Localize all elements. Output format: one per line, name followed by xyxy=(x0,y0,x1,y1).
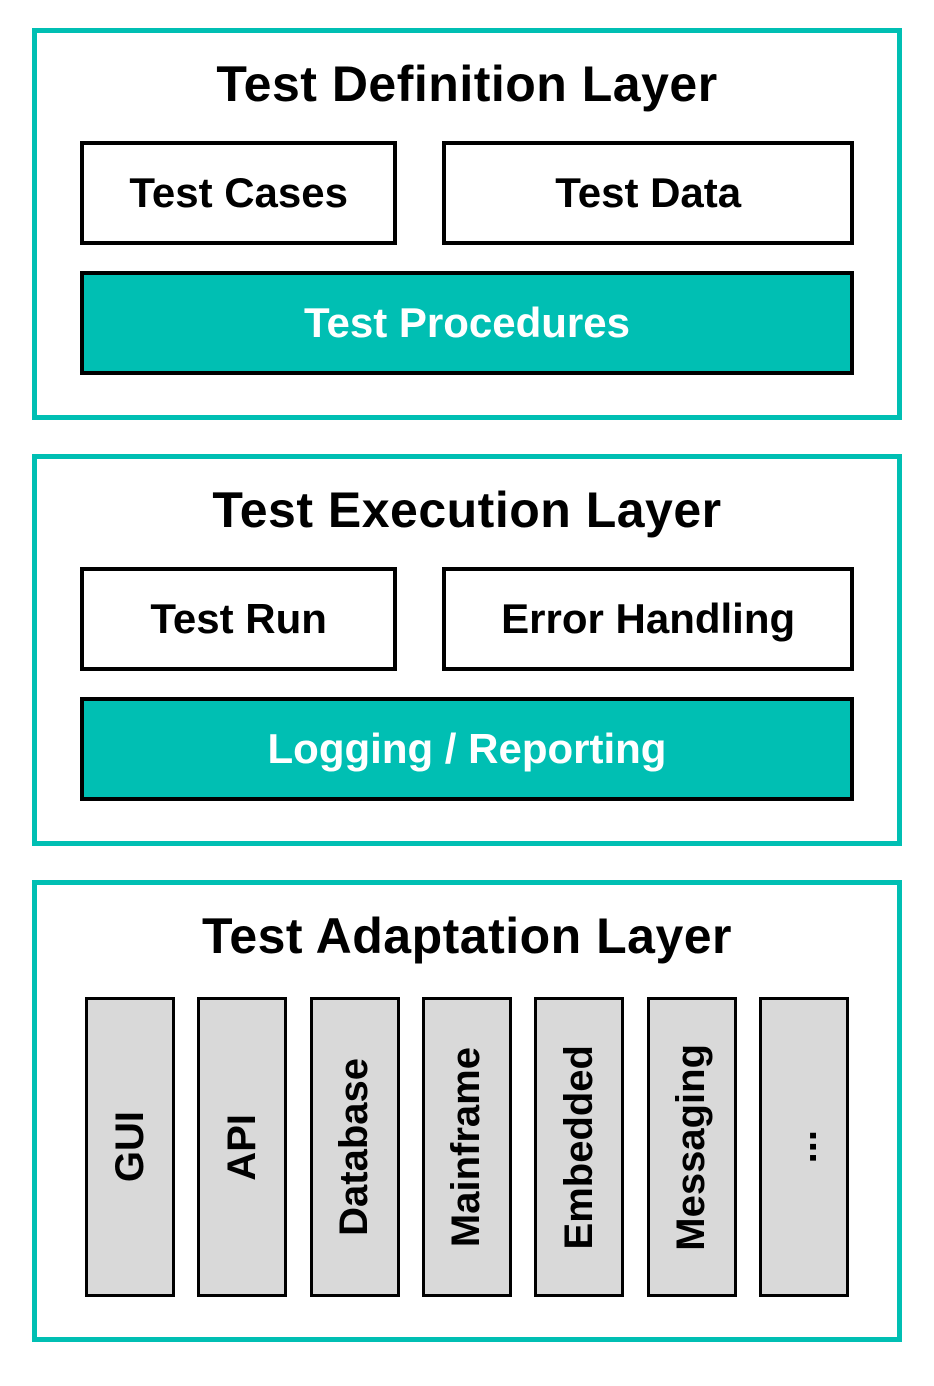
box-test-cases: Test Cases xyxy=(80,141,398,245)
diagram: Test Definition Layer Test Cases Test Da… xyxy=(0,28,934,1342)
adapter-label-mainframe: Mainframe xyxy=(444,1046,489,1248)
adapter-label-embedded: Embedded xyxy=(556,1044,601,1250)
layer-title-test-execution: Test Execution Layer xyxy=(212,482,722,538)
adapter-row: GUI API Database Mainframe Embedded Mess… xyxy=(85,997,849,1297)
adapter-label-database: Database xyxy=(332,1058,377,1236)
adapter-label-messaging: Messaging xyxy=(669,1043,714,1251)
layer-title-test-definition: Test Definition Layer xyxy=(216,56,718,112)
layer-test-adaptation: Test Adaptation Layer GUI API Database M… xyxy=(32,880,902,1342)
box-test-data: Test Data xyxy=(442,141,854,245)
execution-box-row: Test Run Error Handling xyxy=(80,567,854,671)
adapter-gui: GUI xyxy=(85,997,175,1297)
box-error-handling: Error Handling xyxy=(442,567,854,671)
adapter-mainframe: Mainframe xyxy=(421,997,512,1297)
adapter-api: API xyxy=(197,997,288,1297)
adapter-label-api: API xyxy=(219,1113,264,1181)
adapter-label-gui: GUI xyxy=(107,1111,152,1183)
adapter-database: Database xyxy=(309,997,400,1297)
box-test-run: Test Run xyxy=(80,567,398,671)
definition-box-row: Test Cases Test Data xyxy=(80,141,854,245)
adapter-messaging: Messaging xyxy=(646,997,737,1297)
box-test-procedures: Test Procedures xyxy=(80,271,854,375)
adapter-label-more: ... xyxy=(781,1130,826,1164)
box-logging-reporting: Logging / Reporting xyxy=(80,697,854,801)
layer-test-execution: Test Execution Layer Test Run Error Hand… xyxy=(32,454,902,846)
layer-test-definition: Test Definition Layer Test Cases Test Da… xyxy=(32,28,902,420)
adapter-embedded: Embedded xyxy=(534,997,625,1297)
layer-title-test-adaptation: Test Adaptation Layer xyxy=(201,908,733,964)
adapter-more: ... xyxy=(758,997,849,1297)
